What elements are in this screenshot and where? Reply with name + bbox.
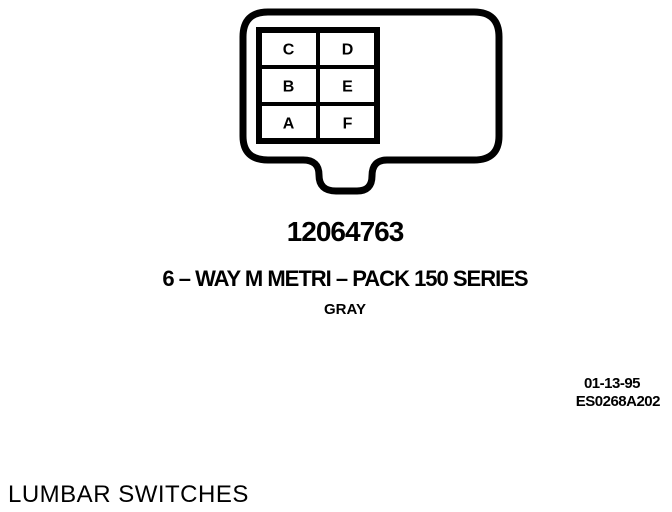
connector-face-diagram: C D B E A F <box>239 8 503 195</box>
part-number: 12064763 <box>286 216 405 247</box>
connector-color: GRAY <box>324 301 366 318</box>
pin-label-d: D <box>342 42 354 59</box>
pin-label-f: F <box>343 116 353 133</box>
pin-label-c: C <box>283 42 295 59</box>
pin-label-e: E <box>342 79 353 96</box>
figure-code: ES0268A202 <box>575 393 661 410</box>
pin-label-b: B <box>283 79 295 96</box>
pin-cavity-f <box>316 102 379 143</box>
pin-label-a: A <box>283 116 295 133</box>
pin-cavity-grid: C D B E A F <box>256 27 380 144</box>
figure-date: 01-13-95 <box>583 375 641 392</box>
section-title: LUMBAR SWITCHES <box>8 481 249 508</box>
connector-housing-outline <box>239 8 503 195</box>
connector-series: 6 – WAY M METRI – PACK 150 SERIES <box>162 266 528 291</box>
